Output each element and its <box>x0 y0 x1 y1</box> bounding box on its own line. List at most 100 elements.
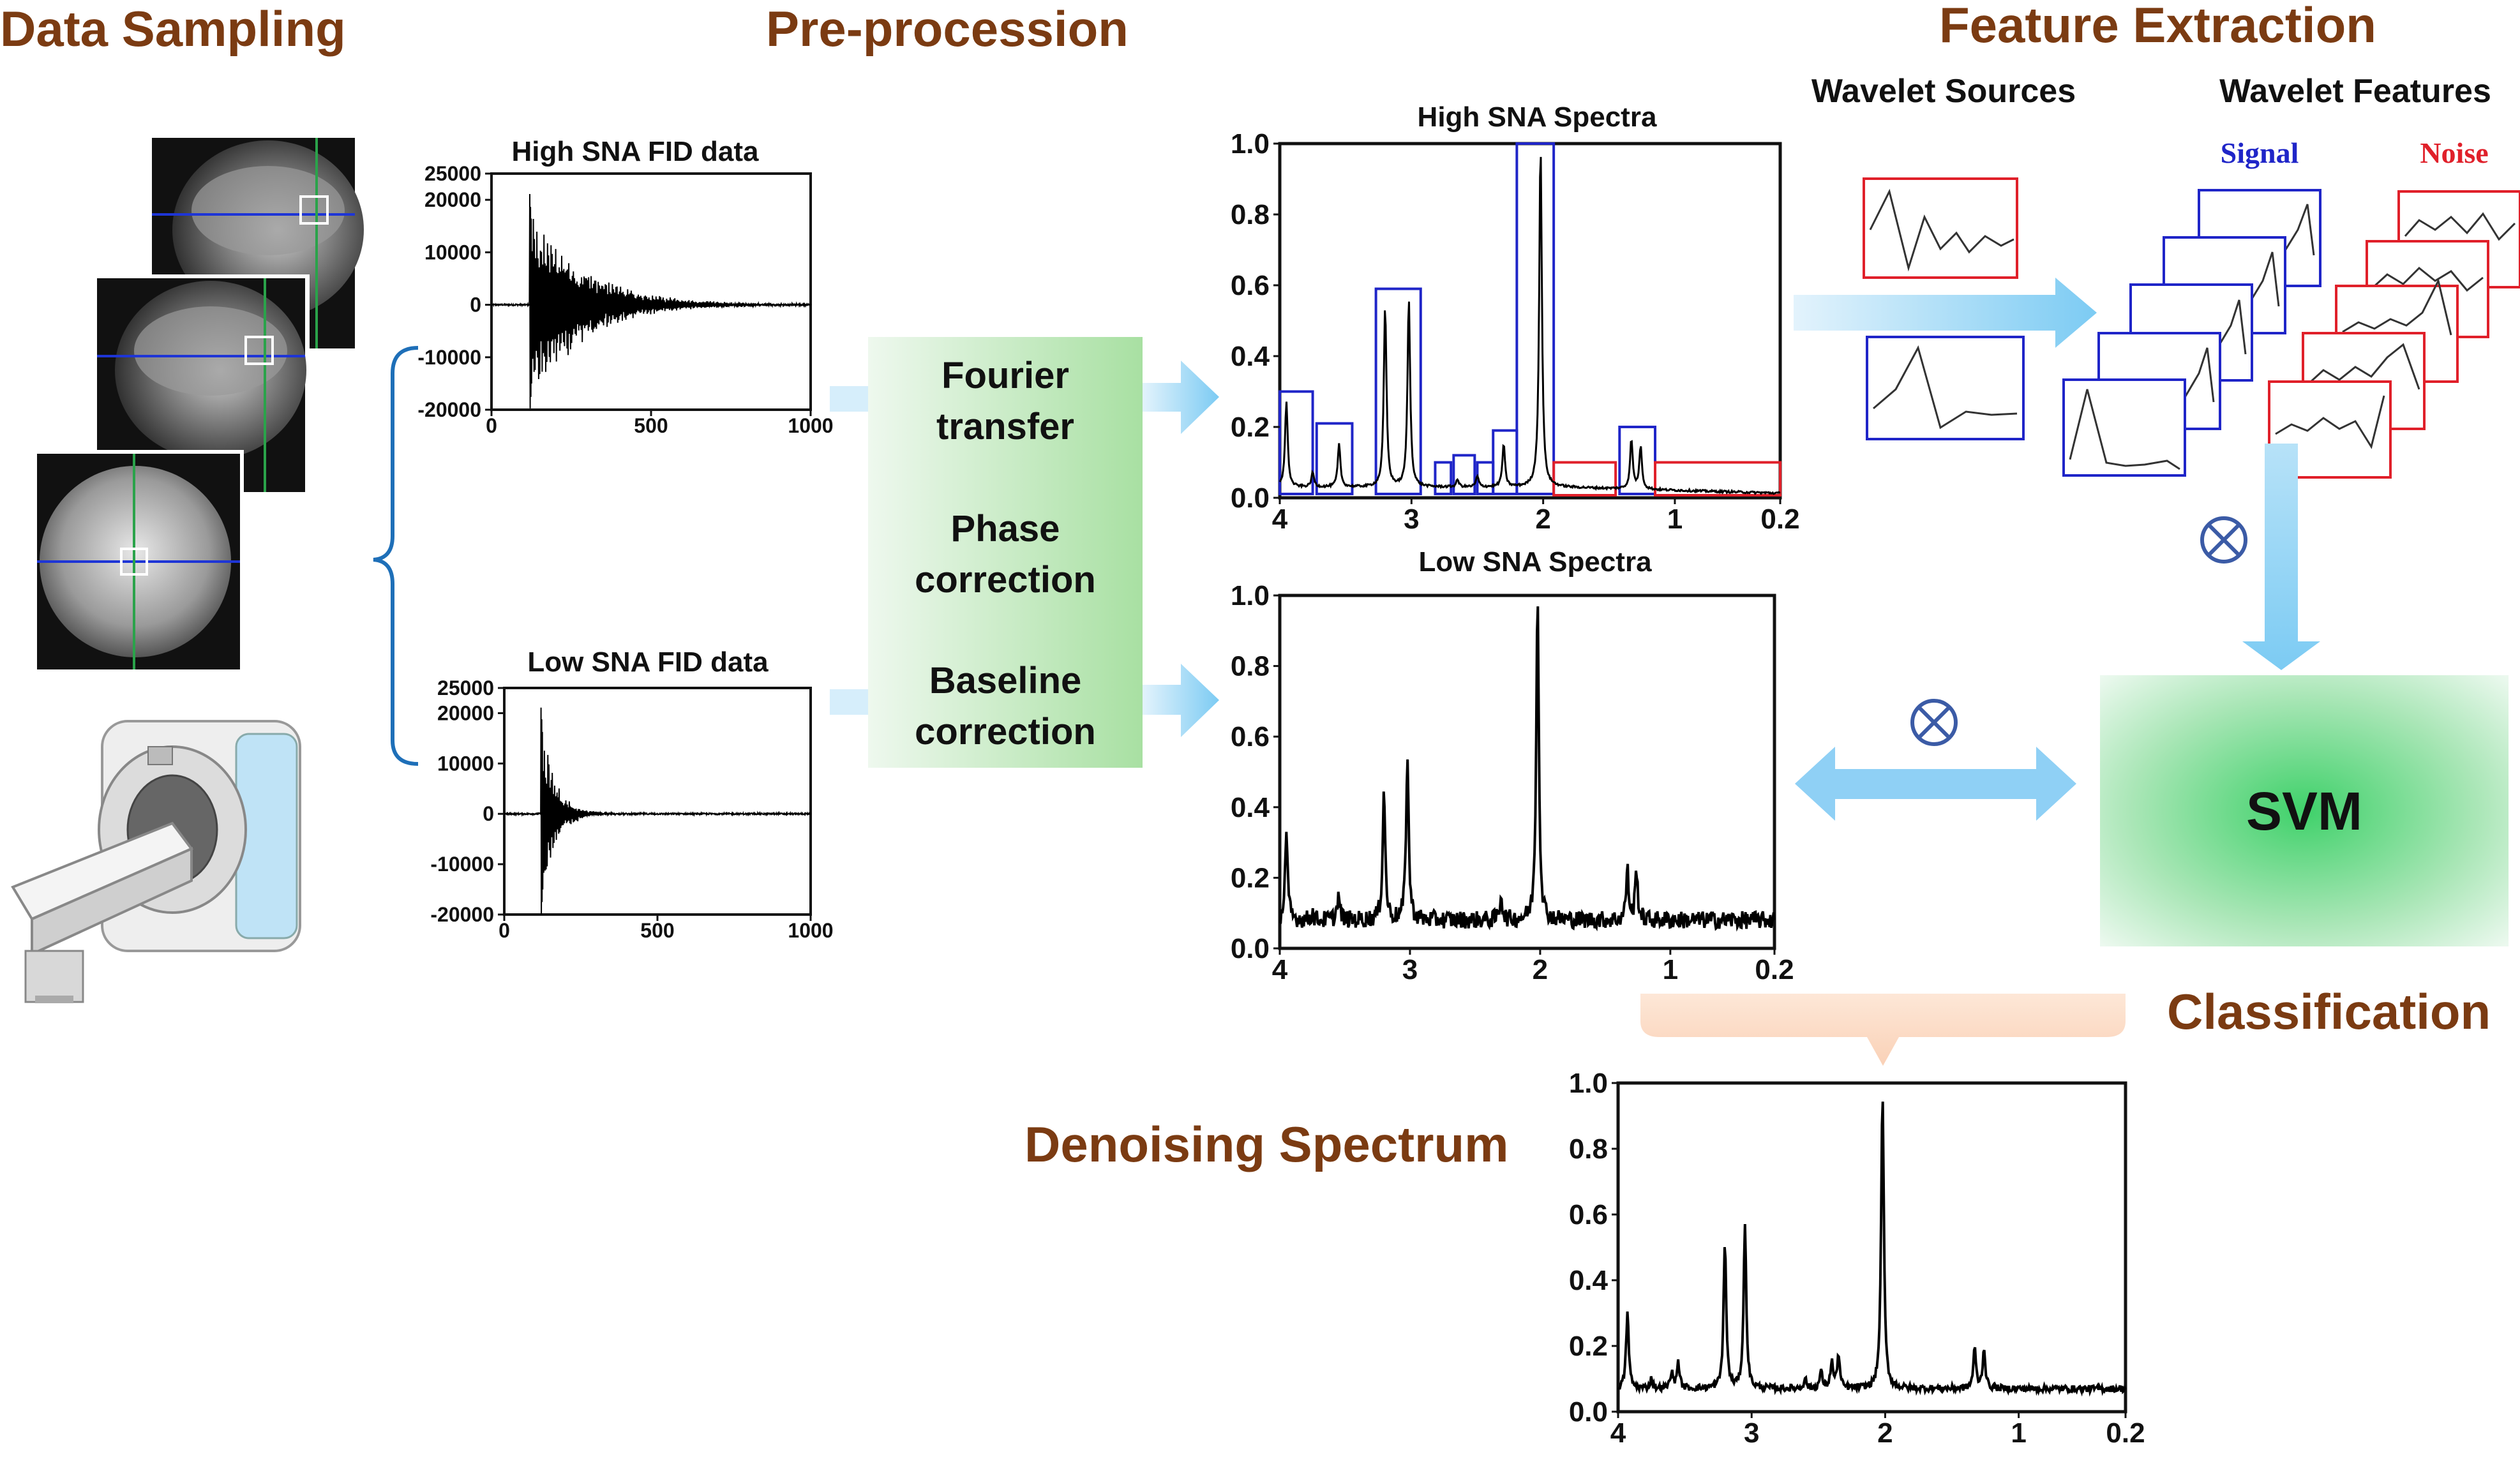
y-tick-label: 0.0 <box>1231 933 1270 964</box>
y-tick-label: 0.0 <box>1231 482 1270 514</box>
step-baseline-line1: Baseline <box>929 660 1082 701</box>
x-tick-label: 4 <box>1610 1417 1626 1449</box>
x-tick-label: 2 <box>1533 954 1548 985</box>
noise-feature-stack <box>2268 190 2520 479</box>
wavelet-sources-label: Wavelet Sources <box>1811 73 2076 110</box>
mri-scanner-icon <box>11 720 301 1003</box>
x-tick-label: 4 <box>1272 504 1288 535</box>
x-tick-label: 0.2 <box>1755 954 1794 985</box>
y-tick-label: 0.4 <box>1231 792 1270 823</box>
x-tick-label: 2 <box>1877 1417 1893 1449</box>
y-tick-label: -10000 <box>430 853 494 876</box>
stage-title-data-sampling: Data Sampling <box>0 1 346 57</box>
y-tick-label: 0.2 <box>1231 412 1270 443</box>
tensor-symbol-lower <box>1910 699 1958 746</box>
x-tick-label: 0.2 <box>2106 1417 2145 1449</box>
double-arrow <box>1795 747 2076 821</box>
x-tick-label: 2 <box>1535 504 1550 535</box>
tensor-symbol-upper <box>2200 516 2247 564</box>
y-tick-label: 25000 <box>424 162 481 185</box>
wavelet-features-label: Wavelet Features <box>2219 73 2491 110</box>
x-tick-label: 0 <box>486 414 497 437</box>
noise-region-box <box>1552 461 1617 497</box>
step-phase-line1: Phase <box>951 508 1060 549</box>
high-fid-trace <box>491 193 811 408</box>
signal-feature-stack <box>2062 189 2321 477</box>
denoised-trace <box>1617 1102 2127 1397</box>
y-tick-label: 25000 <box>437 676 494 699</box>
mri-slice-back <box>148 134 364 351</box>
y-tick-label: 0.6 <box>1569 1199 1608 1230</box>
low-fid-trace <box>504 707 811 915</box>
x-tick-label: 3 <box>1404 504 1419 535</box>
arrow-to-svm <box>2242 444 2320 670</box>
step-fourier-line2: transfer <box>936 406 1074 447</box>
stage-title-denoising: Denoising Spectrum <box>1024 1116 1508 1172</box>
high-spectra-title: High SNA Spectra <box>1418 101 1657 133</box>
output-bracket <box>1640 994 2126 1066</box>
wavelet-source-noise <box>1863 177 2018 279</box>
signal-region-box <box>1315 422 1354 496</box>
y-tick-label: 10000 <box>424 241 481 264</box>
x-tick-label: 1000 <box>788 414 833 437</box>
high-spectra-boxes <box>1279 142 1781 497</box>
y-tick-label: 0.2 <box>1231 862 1270 893</box>
bracket <box>373 346 419 766</box>
low-spectra-title: Low SNA Spectra <box>1418 546 1652 578</box>
svm-box <box>2100 675 2509 946</box>
y-tick-label: 1.0 <box>1231 128 1270 160</box>
arrow-to-high-spectra <box>1143 361 1219 434</box>
x-tick-label: 3 <box>1402 954 1418 985</box>
arrow-stub-bottom <box>830 689 868 715</box>
signal-region-box <box>1279 390 1314 495</box>
high-spectra-trace <box>1279 156 1781 495</box>
y-tick-label: 0 <box>470 294 481 317</box>
noise-region-box <box>1654 461 1781 497</box>
signal-label: Signal <box>2221 137 2299 169</box>
phantom-image <box>33 450 244 673</box>
signal-card <box>2062 378 2186 477</box>
low-spectra-frame <box>1278 594 1776 950</box>
high-spectra-frame <box>1278 142 1782 500</box>
y-tick-label: 0.4 <box>1231 341 1270 372</box>
x-tick-label: 0.2 <box>1760 504 1799 535</box>
y-tick-label: 0.8 <box>1231 199 1270 230</box>
x-tick-label: 1 <box>1667 504 1683 535</box>
x-tick-label: 4 <box>1272 954 1288 985</box>
signal-region-box <box>1452 454 1476 496</box>
y-tick-label: 0.0 <box>1569 1396 1608 1428</box>
svm-label: SVM <box>2246 781 2362 841</box>
signal-region-box <box>1476 461 1495 495</box>
y-tick-label: 20000 <box>437 701 494 724</box>
high-fid-title: High SNA FID data <box>511 136 759 167</box>
x-tick-label: 3 <box>1744 1417 1759 1449</box>
x-tick-label: 500 <box>640 919 674 942</box>
y-tick-label: 10000 <box>437 752 494 775</box>
stage-title-feature-extraction: Feature Extraction <box>1939 0 2376 53</box>
x-tick-label: 0 <box>499 919 510 942</box>
noise-label: Noise <box>2420 137 2488 169</box>
stage-title-preprocession: Pre-procession <box>766 1 1129 57</box>
low-spectra-trace <box>1279 606 1776 932</box>
y-tick-label: 0.8 <box>1569 1133 1608 1165</box>
y-tick-label: -20000 <box>417 398 481 421</box>
y-tick-label: 0.8 <box>1231 651 1270 682</box>
low-fid-title: Low SNA FID data <box>527 646 769 678</box>
y-tick-label: 1.0 <box>1231 580 1270 611</box>
step-fourier-line1: Fourier <box>941 355 1069 396</box>
arrow-stub-top <box>830 386 868 412</box>
step-baseline-line2: correction <box>915 711 1096 752</box>
y-tick-label: -10000 <box>417 346 481 369</box>
y-tick-label: -20000 <box>430 903 494 926</box>
x-tick-label: 1 <box>1663 954 1678 985</box>
step-phase-line2: correction <box>915 559 1096 601</box>
